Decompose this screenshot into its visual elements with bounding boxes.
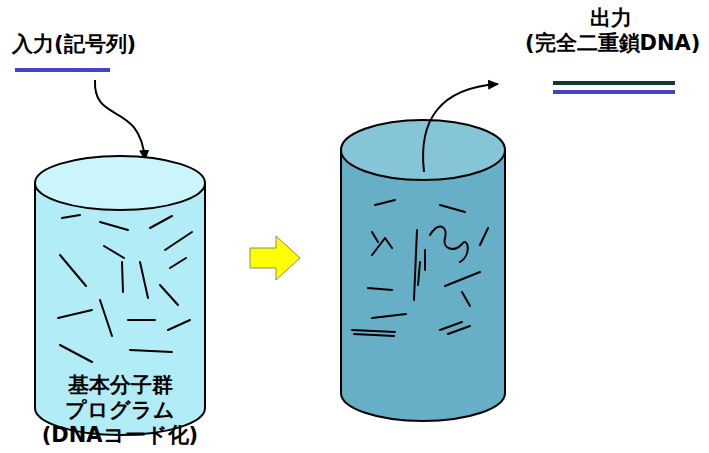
tube-node: 基本分子群 プログラム (DNAコード化)	[25, 150, 215, 450]
output-arrow	[423, 84, 498, 172]
step-arrow	[250, 236, 300, 280]
flow-arrow	[95, 80, 145, 160]
node-label: 出力 (完全二重鎖DNA)	[525, 6, 697, 56]
node-label: 入力(記号列)	[12, 32, 185, 57]
input-node: 入力(記号列)	[10, 30, 185, 78]
node-label: 基本分子群 プログラム (DNAコード化)	[34, 373, 206, 448]
output-node: 出力 (完全二重鎖DNA)	[515, 4, 707, 100]
